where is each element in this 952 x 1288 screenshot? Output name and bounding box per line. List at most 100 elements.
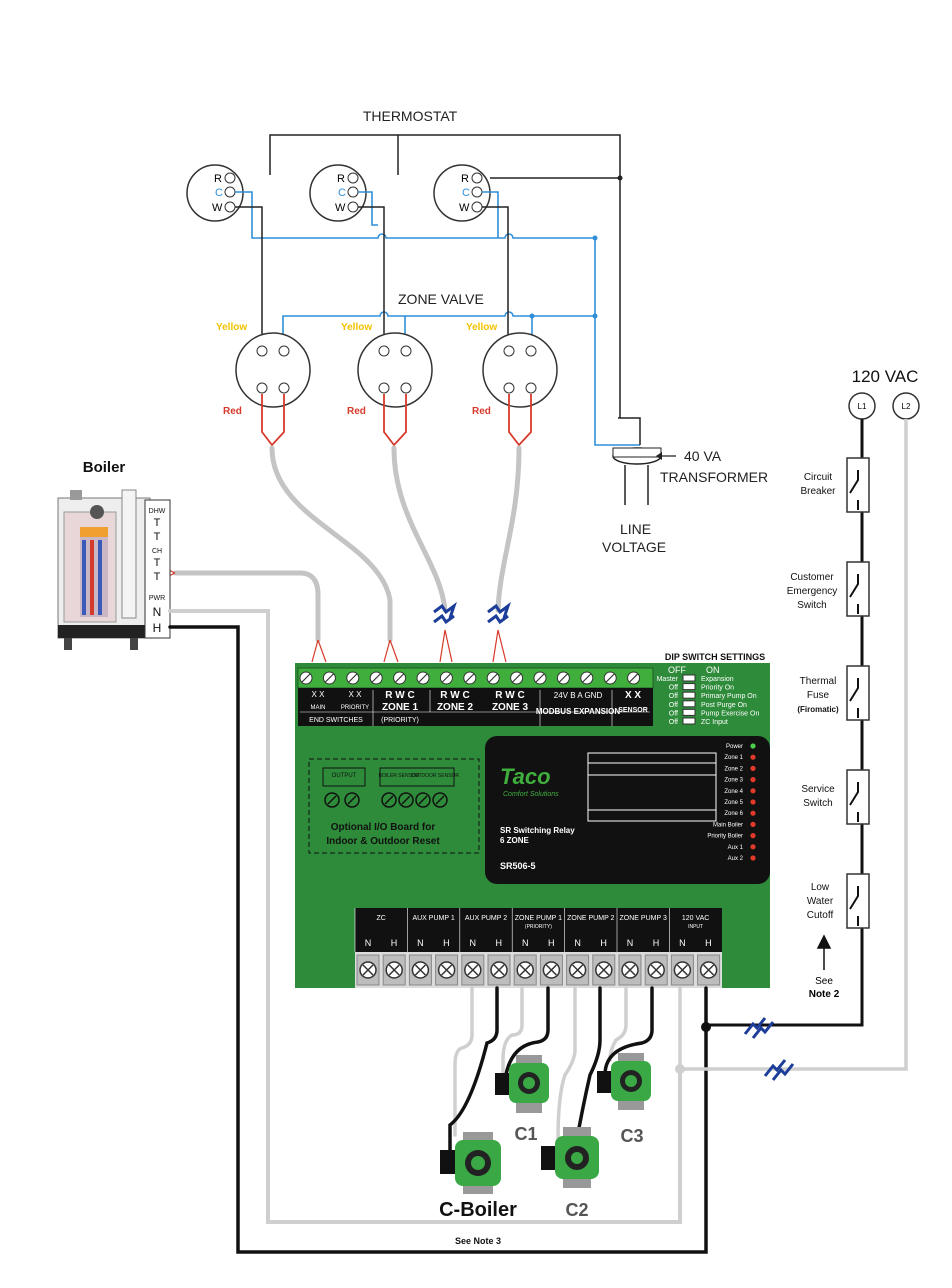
h-label: H: [548, 938, 555, 948]
io-screw[interactable]: [415, 792, 431, 808]
terminal-screw[interactable]: [346, 671, 360, 685]
terminal-screw[interactable]: [670, 954, 694, 986]
bottom-screws: [356, 954, 721, 986]
terminal-screw[interactable]: [644, 954, 668, 986]
status-led-icon: [750, 765, 756, 772]
led-label: Zone 5: [724, 800, 743, 806]
terminal-screw[interactable]: [322, 671, 336, 685]
tt-zone2: R W C: [440, 690, 469, 701]
io-screw[interactable]: [432, 792, 448, 808]
bottom-group-sub: (PRIORITY): [525, 924, 552, 930]
bottom-group-label: ZC: [377, 915, 386, 922]
dip-switch[interactable]: [682, 717, 696, 725]
terminal-screw[interactable]: [580, 671, 594, 685]
led-row: Zone 4: [724, 788, 756, 795]
dip-title: DIP SWITCH SETTINGS: [665, 652, 765, 662]
tt-modbus: 24V B A GND: [554, 691, 603, 700]
product-line2: 6 ZONE: [500, 836, 530, 845]
dip-switch[interactable]: [682, 683, 696, 691]
h-label: H: [705, 938, 712, 948]
terminal-screw[interactable]: [382, 954, 406, 986]
terminal-screw[interactable]: [603, 671, 617, 685]
dip-off: OFF: [668, 665, 686, 675]
thermostat-3: R C W: [433, 164, 491, 222]
terminal-screw[interactable]: [369, 671, 383, 685]
see-note-3: See Note 3: [455, 1236, 501, 1246]
thermostat-2-r: R: [337, 173, 345, 185]
terminal-screw[interactable]: [487, 954, 511, 986]
switch-5-line1: Low: [811, 882, 830, 893]
thermostat-3-c: C: [462, 187, 470, 199]
io-screw[interactable]: [344, 792, 360, 808]
switch-3-line2: Fuse: [807, 690, 830, 701]
io-output: OUTPUT: [332, 773, 357, 779]
led-label: Zone 4: [724, 789, 743, 795]
bottom-group-label: ZONE PUMP 1: [515, 915, 562, 922]
terminal-screw[interactable]: [592, 954, 616, 986]
thermostat-bus: [269, 134, 621, 418]
terminal-screw[interactable]: [539, 954, 563, 986]
terminal-screw[interactable]: [299, 671, 313, 685]
terminal-screw[interactable]: [463, 671, 477, 685]
dip-switch[interactable]: [682, 674, 696, 682]
boiler-term-pwr: PWR: [149, 595, 165, 602]
io-screw[interactable]: [398, 792, 414, 808]
terminal-screw[interactable]: [416, 671, 430, 685]
terminal-screw[interactable]: [393, 671, 407, 685]
terminal-screw[interactable]: [486, 671, 500, 685]
top-terminal-labels: X X MAIN X X PRIORITY R W C ZONE 1 R W C…: [309, 690, 648, 724]
switch-blades: [849, 470, 859, 926]
io-board: OUTPUT BOILER SENSOR OUTDOOR SENSOR Opti…: [308, 758, 480, 854]
tt-zone2-sub: ZONE 2: [437, 702, 474, 713]
boiler-title: Boiler: [83, 459, 126, 476]
dip-row-on: Pump Exercise On: [701, 710, 759, 717]
terminal-screw[interactable]: [618, 954, 642, 986]
brand-sub: Comfort Solutions: [503, 791, 559, 798]
tt-sensor-sub: SENSOR: [618, 707, 648, 714]
product-line1: SR Switching Relay: [500, 826, 575, 835]
bottom-group-label: AUX PUMP 2: [465, 915, 507, 922]
terminal-screw[interactable]: [513, 954, 537, 986]
dip-switch[interactable]: [682, 700, 696, 708]
transformer: [612, 417, 676, 505]
dip-row-off: Off: [669, 710, 678, 717]
led-row: Zone 3: [724, 777, 756, 784]
terminal-screw[interactable]: [697, 954, 721, 986]
n-label: N: [679, 938, 686, 948]
w-wires: [235, 206, 509, 345]
boiler-term-t1: T: [154, 517, 161, 529]
tt-priority-note: (PRIORITY): [381, 717, 419, 724]
top-terminal-strip: [297, 667, 654, 726]
io-screw[interactable]: [324, 792, 340, 808]
terminal-screw[interactable]: [408, 954, 432, 986]
io-screw[interactable]: [381, 792, 397, 808]
boiler-power-cables: [168, 609, 708, 1254]
terminal-screw[interactable]: [556, 671, 570, 685]
dip-switch[interactable]: [682, 708, 696, 716]
dip-switch[interactable]: [682, 691, 696, 699]
terminal-screw[interactable]: [533, 671, 547, 685]
terminal-screw[interactable]: [566, 954, 590, 986]
terminal-screw[interactable]: [627, 671, 641, 685]
switch-5-line2: Water: [807, 896, 834, 907]
zone-valve-1: [235, 332, 311, 408]
terminal-screw[interactable]: [435, 954, 459, 986]
status-led-icon: [750, 799, 756, 805]
yellow-label-2: Yellow: [341, 322, 372, 333]
thermostat-3-w: W: [459, 202, 470, 214]
terminal-screw[interactable]: [439, 671, 453, 685]
pump-label-c-boiler: C-Boiler: [439, 1199, 517, 1221]
io-outdoor-sensor: OUTDOOR SENSOR: [411, 773, 459, 779]
n-label: N: [522, 938, 529, 948]
boiler-term-t3: T: [154, 557, 161, 569]
terminal-screw[interactable]: [461, 954, 485, 986]
dip-row-off: Off: [669, 693, 678, 700]
dip-row-off: Off: [669, 702, 678, 709]
terminal-screw[interactable]: [510, 671, 524, 685]
led-label: Zone 2: [724, 766, 743, 772]
dip-row-on: Expansion: [701, 676, 734, 683]
terminal-screw[interactable]: [356, 954, 380, 986]
